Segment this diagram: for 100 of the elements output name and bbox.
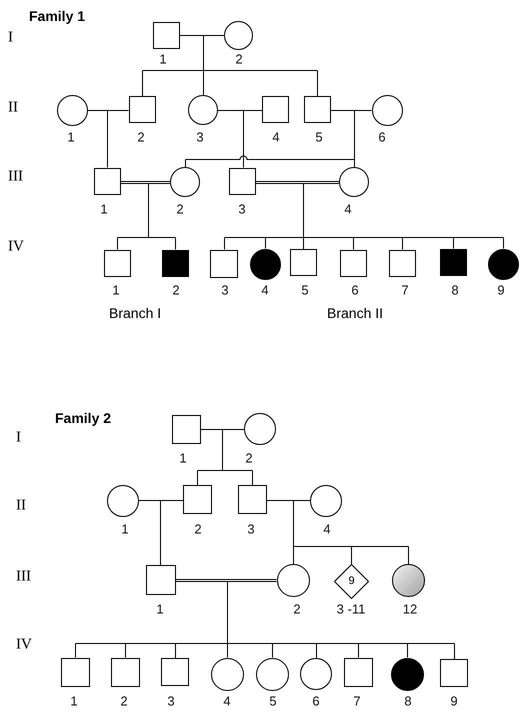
square-symbol — [290, 249, 317, 276]
individual-number: 2 — [245, 452, 253, 464]
individual-number: 1 — [67, 130, 75, 144]
individual-number: 8 — [451, 284, 459, 296]
individual-number: 3 — [196, 130, 204, 144]
generation-numeral: II — [8, 100, 18, 116]
individual-number: 6 — [351, 284, 359, 296]
filled-square-symbol — [162, 250, 189, 276]
circle-symbol — [310, 485, 342, 517]
descent-line — [224, 183, 504, 250]
circle-symbol — [256, 658, 289, 690]
individual-number: 5 — [315, 130, 323, 144]
individual-number: 9 — [497, 284, 505, 296]
circle-symbol — [107, 485, 139, 517]
square-symbol — [389, 250, 416, 276]
circle-symbol — [188, 95, 218, 125]
individual-number: 1 — [179, 452, 187, 464]
generation-numeral: I — [8, 30, 13, 46]
branch-label: Branch II — [327, 306, 384, 320]
individual-number: 2 — [172, 284, 180, 296]
individual-number: 1 — [121, 522, 129, 536]
square-symbol — [210, 250, 238, 278]
circle-symbol — [276, 564, 310, 597]
individual-number: 4 — [272, 130, 280, 144]
descent-line — [138, 500, 184, 566]
descent-line — [75, 581, 455, 660]
descent-line — [197, 429, 253, 486]
individual-number: 12 — [402, 602, 418, 616]
individual-number: 1 — [112, 284, 120, 296]
double-marriage-line — [121, 181, 170, 184]
square-symbol — [172, 414, 200, 444]
individual-number: 6 — [312, 694, 320, 708]
family-heading: Family 1 — [29, 9, 86, 23]
individual-number: 2 — [176, 202, 184, 216]
square-symbol — [94, 168, 121, 194]
individual-number: 1 — [156, 602, 164, 616]
circle-symbol — [339, 167, 369, 197]
individual-number: 9 — [450, 694, 458, 708]
filled-circle-symbol — [391, 658, 424, 690]
descent-line — [117, 183, 176, 250]
individual-number: 3 — [238, 202, 246, 216]
individual-number: 1 — [100, 202, 108, 216]
individual-number: 2 — [194, 522, 202, 536]
generation-numeral: IV — [16, 638, 32, 652]
individual-number: 7 — [401, 284, 409, 296]
square-symbol — [61, 658, 90, 686]
square-symbol — [111, 658, 140, 686]
individual-number: 5 — [269, 694, 277, 708]
double-marriage-line — [256, 181, 339, 184]
circle-symbol — [211, 658, 244, 690]
filled-circle-symbol — [250, 248, 281, 280]
descent-line — [185, 110, 372, 168]
descent-line — [266, 500, 409, 564]
double-marriage-line — [176, 579, 276, 582]
individual-number: 1 — [70, 694, 78, 708]
individual-number: 4 — [323, 522, 331, 536]
square-symbol — [104, 250, 130, 276]
shaded-circle-symbol — [392, 564, 425, 597]
generation-numeral: III — [16, 570, 31, 584]
individual-number: 2 — [120, 694, 128, 708]
individual-number: 1 — [159, 52, 167, 66]
individual-number: 4 — [261, 284, 269, 296]
individual-number: 4 — [344, 202, 352, 216]
generation-numeral: II — [16, 498, 26, 514]
square-symbol — [128, 96, 156, 123]
individual-number: 3 — [167, 694, 175, 708]
individual-number: 2 — [293, 602, 301, 616]
circle-symbol — [224, 20, 253, 50]
circle-symbol — [244, 413, 276, 445]
square-symbol — [304, 96, 331, 123]
diamond-symbol — [334, 564, 369, 599]
square-symbol — [440, 659, 468, 687]
square-symbol — [340, 250, 367, 276]
circle-symbol — [57, 94, 88, 126]
individual-number: 2 — [137, 130, 145, 144]
square-symbol — [262, 96, 289, 122]
square-symbol — [344, 658, 373, 686]
individual-number: 3 — [247, 522, 255, 536]
individual-number: 6 — [378, 130, 386, 144]
generation-numeral: III — [8, 170, 23, 184]
individual-number: 5 — [301, 284, 309, 296]
square-symbol — [146, 565, 176, 595]
individual-number: 8 — [404, 694, 412, 708]
count-number: 9 — [348, 576, 355, 587]
square-symbol — [228, 168, 256, 194]
branch-label: Branch I — [109, 306, 162, 320]
descent-line — [142, 35, 318, 96]
individual-number: 7 — [353, 694, 361, 708]
square-symbol — [152, 22, 180, 49]
generation-numeral: I — [16, 430, 21, 446]
square-symbol — [238, 485, 267, 514]
family-heading: Family 2 — [55, 411, 112, 425]
individual-number: 4 — [223, 694, 231, 708]
circle-symbol — [372, 94, 402, 126]
filled-square-symbol — [440, 248, 467, 276]
circle-symbol — [300, 658, 332, 690]
individual-number: 3 — [221, 284, 229, 296]
circle-symbol — [170, 167, 200, 197]
individual-number: 3 -11 — [336, 602, 366, 616]
filled-circle-symbol — [488, 248, 518, 280]
